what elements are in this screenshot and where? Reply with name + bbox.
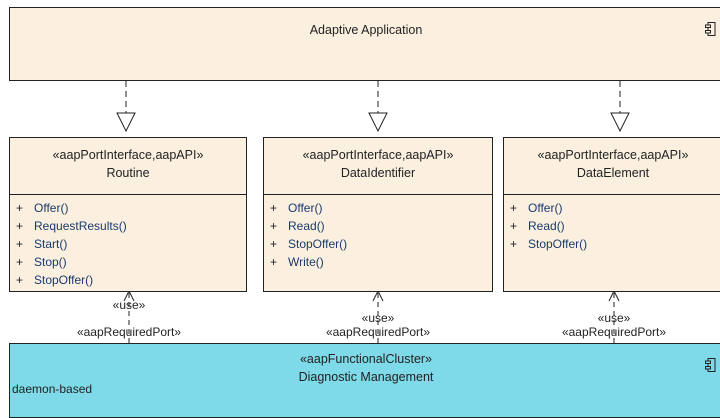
interface-dataelement[interactable]: «aapPortInterface,aapAPI» DataElement +O… — [503, 137, 720, 292]
realization-arrowhead-dataidentifier — [368, 112, 388, 133]
operation-item: +Stop() — [16, 255, 67, 269]
cluster-name: Diagnostic Management — [298, 370, 434, 384]
interface-dataelement-operations: +Offer() +Read() +StopOffer() — [504, 195, 720, 253]
required-port-label-routine: «aapRequiredPort» — [76, 325, 182, 339]
operation-item: +StopOffer() — [510, 237, 588, 251]
use-label-routine: «use» — [112, 298, 146, 312]
operation-item: +Offer() — [16, 201, 69, 215]
interface-dataelement-header: «aapPortInterface,aapAPI» DataElement — [504, 138, 720, 195]
interface-dataidentifier[interactable]: «aapPortInterface,aapAPI» DataIdentifier… — [263, 137, 493, 292]
operation-item: +Write() — [270, 255, 324, 269]
interface-routine-stereotype: «aapPortInterface,aapAPI» — [52, 148, 204, 162]
operation-item: +Offer() — [270, 201, 323, 215]
required-port-label-dataidentifier: «aapRequiredPort» — [325, 325, 431, 339]
use-label-dataidentifier: «use» — [361, 311, 395, 325]
component-icon — [705, 358, 716, 372]
interface-dataelement-name: DataElement — [576, 166, 650, 180]
operation-item: +Start() — [16, 237, 68, 251]
operation-item: +Read() — [510, 219, 565, 233]
operation-item: +Read() — [270, 219, 325, 233]
operation-item: +StopOffer() — [16, 273, 94, 287]
interface-routine-header: «aapPortInterface,aapAPI» Routine — [10, 138, 246, 195]
interface-routine-name: Routine — [106, 166, 150, 180]
required-port-label-dataelement: «aapRequiredPort» — [561, 325, 667, 339]
interface-dataidentifier-operations: +Offer() +Read() +StopOffer() +Write() — [264, 195, 492, 271]
interface-routine[interactable]: «aapPortInterface,aapAPI» Routine +Offer… — [9, 137, 247, 292]
interface-dataidentifier-stereotype: «aapPortInterface,aapAPI» — [302, 148, 454, 162]
cluster-note: daemon-based — [12, 382, 93, 396]
realization-arrowhead-routine — [116, 112, 136, 133]
use-label-dataelement: «use» — [597, 311, 631, 325]
interface-dataidentifier-header: «aapPortInterface,aapAPI» DataIdentifier — [264, 138, 492, 195]
operation-item: +RequestResults() — [16, 219, 127, 233]
interface-routine-operations: +Offer() +RequestResults() +Start() +Sto… — [10, 195, 246, 289]
operation-item: +Offer() — [510, 201, 563, 215]
interface-dataidentifier-name: DataIdentifier — [340, 166, 416, 180]
interface-dataelement-stereotype: «aapPortInterface,aapAPI» — [537, 148, 689, 162]
operation-item: +StopOffer() — [270, 237, 348, 251]
cluster-stereotype: «aapFunctionalCluster» — [299, 352, 433, 366]
adaptive-application-title: Adaptive Application — [309, 23, 423, 37]
cluster-header: «aapFunctionalCluster» Diagnostic Manage… — [10, 350, 720, 386]
component-icon — [705, 22, 716, 36]
diagnostic-management-cluster[interactable]: «aapFunctionalCluster» Diagnostic Manage… — [9, 343, 720, 418]
adaptive-application-component[interactable]: Adaptive Application — [9, 7, 720, 81]
realization-arrowhead-dataelement — [610, 112, 630, 133]
